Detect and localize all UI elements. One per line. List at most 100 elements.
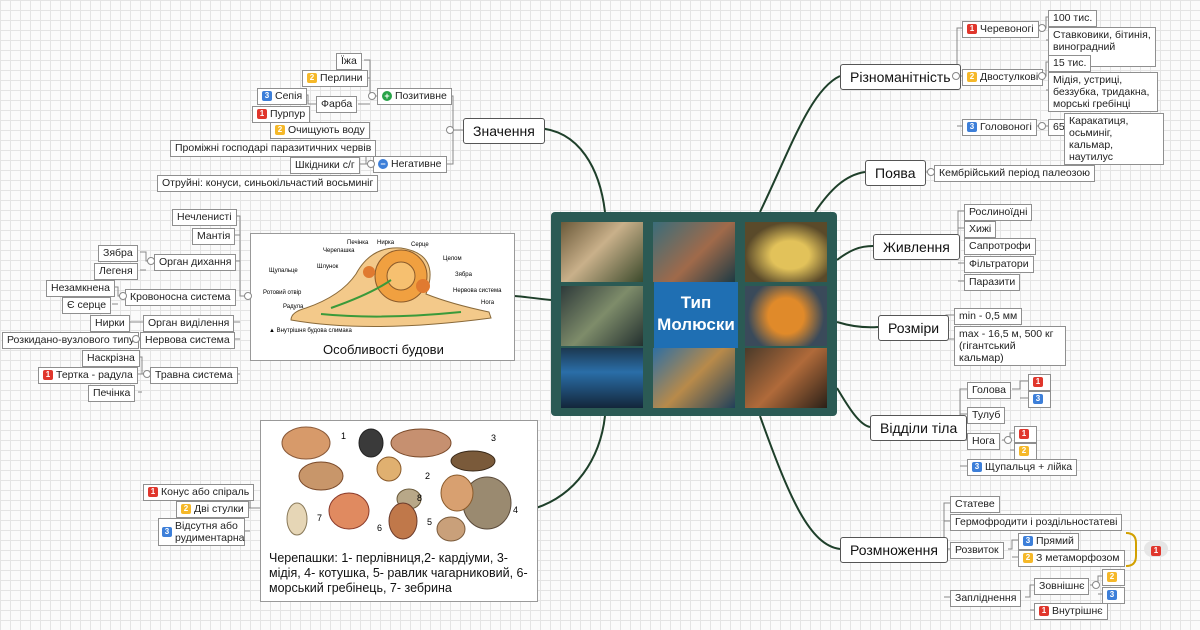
topic-value[interactable]: Значення	[463, 118, 545, 144]
topic-nutrition[interactable]: Живлення	[873, 234, 960, 260]
collapse-dot[interactable]	[927, 168, 935, 176]
nutrition-filter-feeders[interactable]: Фільтратори	[964, 256, 1034, 273]
blood-node[interactable]: Кровоносна система	[125, 289, 236, 306]
nutrition-herbivores[interactable]: Рослиноїдні	[964, 204, 1033, 221]
origin-value[interactable]: Кембрійський період палеозою	[934, 165, 1096, 182]
size-min[interactable]: min - 0,5 мм	[954, 308, 1023, 325]
nutrition-predators[interactable]: Хижі	[964, 221, 997, 238]
plus-icon: +	[382, 91, 392, 102]
fertilization-external[interactable]: Зовнішнє	[1034, 578, 1090, 595]
cephalopods-examples[interactable]: Каракатиця, осьминіг, кальмар, наутилус	[1064, 113, 1164, 165]
anatomy-label-radula: Радула	[283, 304, 304, 310]
summary-badge[interactable]: 1	[1144, 541, 1168, 557]
positive-node[interactable]: +Позитивне	[377, 88, 452, 105]
topic-diversity[interactable]: Різноманітність	[840, 64, 961, 90]
lung-node[interactable]: Легеня	[94, 263, 138, 280]
cuttlefish-photo	[561, 286, 643, 346]
reproduction-sexes[interactable]: Гермофродити і роздільностатеві	[950, 514, 1123, 531]
collapse-dot[interactable]	[147, 257, 155, 265]
external-badge-2[interactable]: 2	[1102, 569, 1125, 586]
reproduction-sexual[interactable]: Статеве	[950, 496, 1000, 513]
nutrition-saprotrophs[interactable]: Сапротрофи	[964, 238, 1036, 255]
topic-body[interactable]: Відділи тіла	[870, 415, 968, 441]
collapse-dot[interactable]	[1038, 122, 1046, 130]
bivalves-examples[interactable]: Мідія, устриці, беззубка, тридакна, морс…	[1048, 72, 1158, 112]
food-node[interactable]: Їжа	[336, 53, 362, 70]
minus-icon: −	[378, 159, 388, 170]
shell-number-8: 8	[417, 493, 423, 503]
anatomy-label-nerve: Нервова система	[453, 288, 502, 294]
collapse-dot[interactable]	[1004, 436, 1012, 444]
poison-node[interactable]: Отруйні: конуси, синьокільчастий восьмин…	[157, 175, 379, 192]
reproduction-fertilization[interactable]: Запліднення	[950, 590, 1022, 607]
collapse-dot[interactable]	[446, 126, 454, 134]
anatomy-label-gill: Зябра	[455, 272, 472, 278]
shells-card[interactable]: 1 2 3 4 5 6 7 8 Черепашки: 1- перлівниця…	[260, 420, 538, 602]
nutrition-parasites[interactable]: Паразити	[964, 274, 1021, 291]
collapse-dot[interactable]	[1092, 581, 1100, 589]
breath-node[interactable]: Орган дихання	[154, 254, 237, 271]
anatomy-label-cavity: Целом	[443, 256, 462, 262]
topic-reproduction[interactable]: Розмноження	[840, 537, 948, 563]
body-head[interactable]: Голова	[967, 382, 1011, 399]
open-node[interactable]: Незамкнена	[46, 280, 115, 297]
collapse-dot[interactable]	[244, 292, 252, 300]
pests-node[interactable]: Шкідники с/г	[290, 157, 360, 174]
reproduction-development[interactable]: Розвиток	[950, 542, 1004, 559]
topic-origin[interactable]: Поява	[865, 160, 926, 186]
through-node[interactable]: Наскрізна	[82, 350, 140, 367]
kidneys-node[interactable]: Нирки	[90, 315, 130, 332]
collapse-dot[interactable]	[952, 72, 960, 80]
excretion-node[interactable]: Орган виділення	[143, 315, 235, 332]
nudibranch-photo	[653, 222, 735, 282]
size-max[interactable]: max - 16,5 м, 500 кг (гігантський кальма…	[954, 326, 1066, 366]
collapse-dot[interactable]	[143, 370, 151, 378]
foot-badge-1[interactable]: 1	[1014, 426, 1037, 443]
nervous-type-node[interactable]: Розкидано-вузлового типу	[2, 332, 140, 349]
nervous-node[interactable]: Нервова система	[140, 332, 235, 349]
collapse-dot[interactable]	[132, 335, 140, 343]
collapse-dot[interactable]	[1038, 72, 1046, 80]
head-badge-1[interactable]: 1	[1028, 374, 1051, 391]
liver-node[interactable]: Печінка	[88, 385, 136, 402]
unsegmented-node[interactable]: Нечленисті	[172, 209, 237, 226]
octopus-photo	[745, 348, 827, 408]
topic-sizes[interactable]: Розміри	[878, 315, 950, 341]
snail-anatomy-diagram	[290, 247, 492, 328]
gills-node[interactable]: Зябра	[98, 245, 138, 262]
heart-node[interactable]: Є серце	[62, 297, 112, 314]
negative-node[interactable]: −Негативне	[373, 156, 447, 173]
mantle-node[interactable]: Мантія	[192, 228, 236, 245]
collapse-dot[interactable]	[367, 160, 375, 168]
external-badge-3[interactable]: 3	[1102, 587, 1125, 604]
body-trunk[interactable]: Тулуб	[967, 407, 1006, 424]
digestive-node[interactable]: Травна система	[150, 367, 238, 384]
collapse-dot[interactable]	[1038, 24, 1046, 32]
central-topic[interactable]: Тип Молюски	[551, 212, 837, 416]
body-foot[interactable]: Нога	[967, 433, 1000, 450]
bivalves-count[interactable]: 15 тис.	[1048, 55, 1092, 72]
head-badge-3[interactable]: 3	[1028, 391, 1051, 408]
collapse-dot[interactable]	[119, 292, 127, 300]
gastropods-count[interactable]: 100 тис.	[1048, 10, 1098, 27]
collapse-dot[interactable]	[368, 92, 376, 100]
foot-badge-2[interactable]: 2	[1014, 443, 1037, 460]
paint-node[interactable]: Фарба	[316, 96, 358, 113]
structure-card[interactable]: Печінка Нирка Серце Черепашка Целом Шлун…	[250, 233, 515, 361]
hosts-node[interactable]: Проміжні господарі паразитичних червів	[170, 140, 377, 157]
